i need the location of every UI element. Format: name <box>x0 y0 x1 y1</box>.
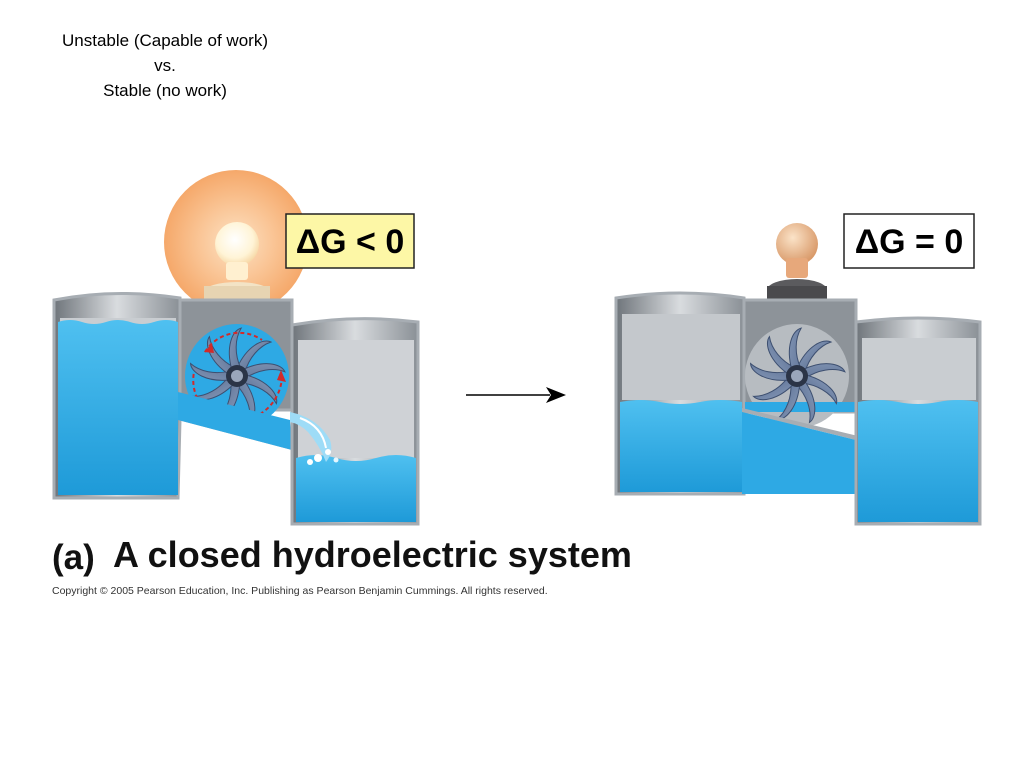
left-tank-water <box>58 320 178 495</box>
caption-title: A closed hydroelectric system <box>113 534 632 575</box>
right-system-left-water <box>620 400 742 492</box>
delta-g-negative-label: ΔG < 0 <box>285 213 415 269</box>
right-system: ΔG = 0 <box>614 213 982 526</box>
right-system-right-water <box>858 400 978 522</box>
delta-g-zero-text: ΔG = 0 <box>855 223 964 261</box>
light-bulb-lit-icon <box>204 222 270 302</box>
heading-line-unstable: Unstable (Capable of work) <box>62 31 268 50</box>
copyright-notice: Copyright © 2005 Pearson Education, Inc.… <box>52 585 548 597</box>
waterfall-splash <box>290 412 339 465</box>
heading: Unstable (Capable of work) vs. Stable (n… <box>40 28 290 103</box>
right-turbine-wheel-icon <box>749 327 846 424</box>
delta-g-negative-text: ΔG < 0 <box>296 223 405 261</box>
caption-part-label: (a) <box>52 538 95 577</box>
delta-g-zero-label: ΔG = 0 <box>843 213 975 269</box>
left-system: ΔG < 0 <box>52 170 420 526</box>
light-bulb-off-icon <box>767 223 827 301</box>
transition-arrow-icon <box>466 387 566 403</box>
heading-line-stable: Stable (no work) <box>103 81 227 100</box>
low-tank-water <box>296 455 416 522</box>
heading-line-vs: vs. <box>154 56 176 75</box>
